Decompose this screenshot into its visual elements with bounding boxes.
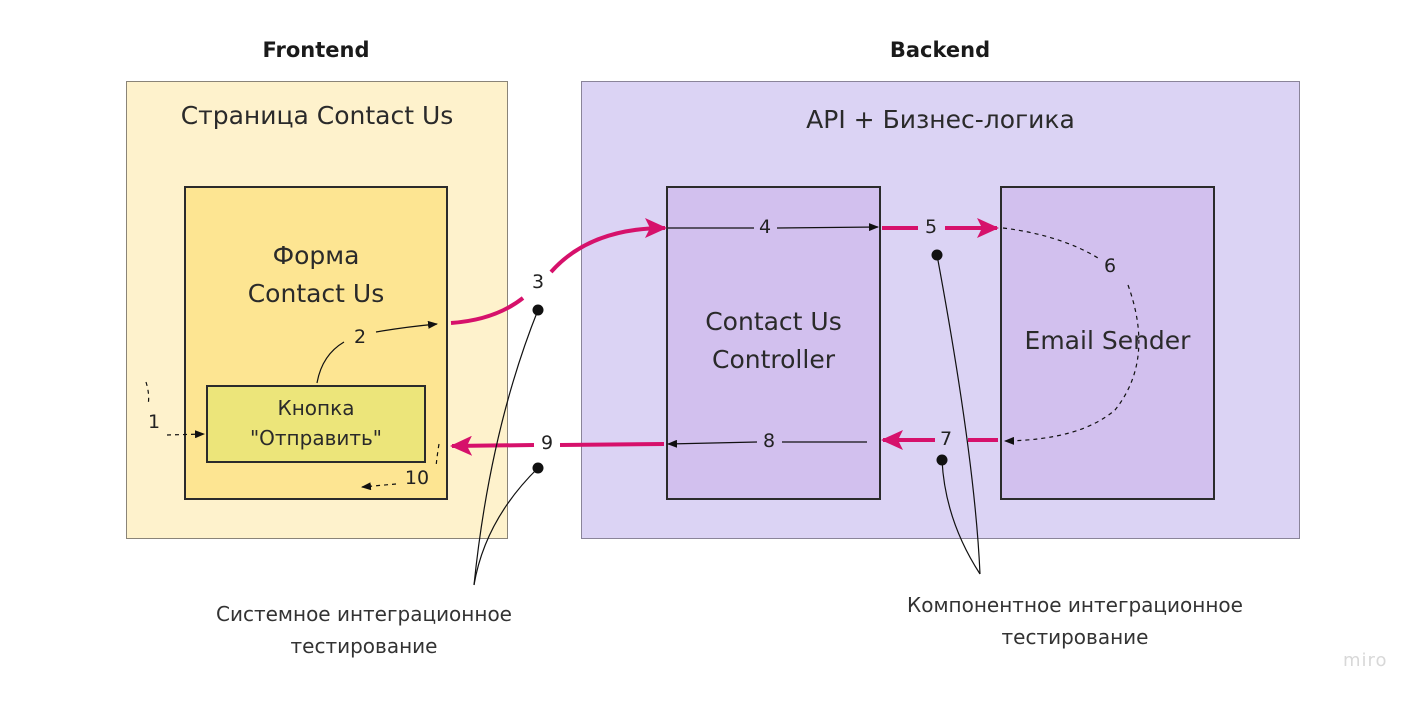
backend-area-label: API + Бизнес-логика	[806, 105, 1075, 134]
step-1-arrow	[145, 381, 150, 406]
step-3-label: 3	[531, 271, 545, 293]
step-3-arrow-a	[450, 296, 525, 325]
page-label: Страница Contact Us	[180, 101, 454, 130]
component-test-caption-line1: Компонентное интеграционное	[907, 593, 1243, 617]
controller-label-line1: Contact Us	[705, 307, 842, 336]
frontend-title: Frontend	[262, 38, 370, 62]
step-9-line-a	[559, 442, 665, 447]
backend-title: Backend	[889, 38, 991, 62]
step-8-label: 8	[762, 430, 776, 452]
form-label-line2: Contact Us	[247, 279, 385, 308]
step-10-arrow-b	[361, 482, 397, 491]
step-9-label: 9	[540, 432, 554, 454]
send-button-box	[206, 385, 426, 463]
step-7-label: 7	[939, 428, 953, 450]
controller-label-line2: Controller	[712, 345, 835, 374]
step-2-arrow	[316, 341, 345, 384]
step-5-label: 5	[924, 216, 938, 238]
component-test-pointer-7	[941, 459, 981, 575]
controller-box	[666, 186, 881, 500]
step-3-arrow-b	[549, 218, 667, 274]
step-2-label: 2	[353, 326, 367, 348]
system-test-pointer-9	[473, 467, 539, 586]
step-9-line-b	[450, 435, 535, 456]
step-6-loop-a	[1002, 227, 1099, 259]
step-1-label: 1	[147, 411, 161, 433]
button-label-line2: "Отправить"	[249, 426, 383, 450]
email-sender-label: Email Sender	[1024, 326, 1191, 355]
step-10-arrow-a	[435, 443, 440, 468]
step-8-line-b	[667, 439, 758, 448]
system-test-caption-line2: тестирование	[290, 634, 438, 658]
step-6-label: 6	[1103, 255, 1117, 277]
email-sender-box	[1000, 186, 1215, 500]
button-label-line1: Кнопка	[277, 396, 355, 420]
component-test-caption-line2: тестирование	[1001, 625, 1149, 649]
step-4-line-b	[776, 223, 879, 232]
step-6-loop-b	[1004, 284, 1140, 445]
step-4-label: 4	[758, 216, 772, 238]
miro-watermark: miro	[1343, 650, 1388, 671]
step-10-label: 10	[404, 467, 430, 489]
component-test-pointer-5	[936, 254, 981, 575]
step-2-arrow-head	[375, 320, 438, 333]
form-label-line1: Форма	[272, 241, 360, 270]
system-test-caption-line1: Системное интеграционное	[215, 602, 512, 626]
system-test-pointer-3	[473, 309, 539, 586]
step-1-arrow-head	[166, 430, 205, 439]
